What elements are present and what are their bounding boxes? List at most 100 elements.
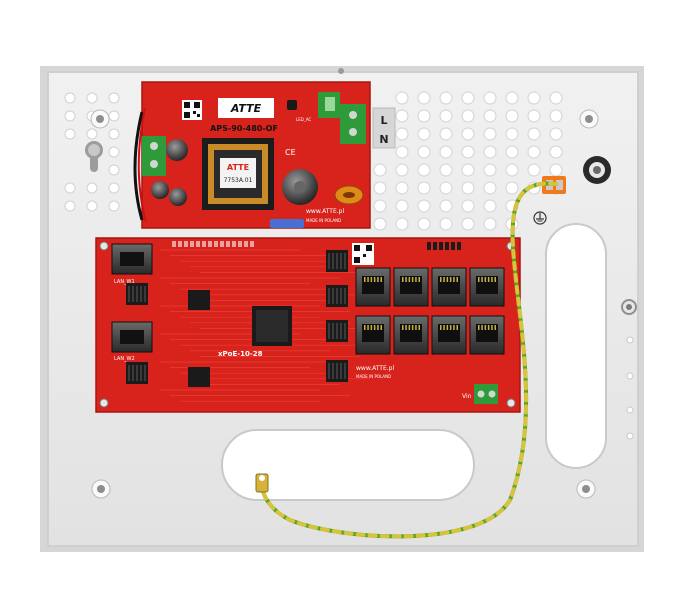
psu-label: ATTE: [218, 98, 274, 118]
ring-terminal: [255, 473, 269, 493]
vent-hole: [549, 109, 563, 123]
transformer: ATTE 7753A.01: [202, 138, 274, 210]
vent-hole: [439, 109, 453, 123]
vent-hole: [395, 181, 409, 195]
header-pin: [202, 241, 206, 247]
vent-hole: [527, 127, 541, 141]
vent-hole: [64, 200, 76, 212]
header-pin: [172, 241, 176, 247]
lan-label-2: LAN_W2: [114, 356, 135, 362]
vent-hole: [461, 181, 475, 195]
vent-hole: [86, 128, 98, 140]
vent-hole: [417, 217, 431, 231]
psu-output-wire-red: [137, 107, 147, 223]
mains-label: L N: [372, 107, 396, 149]
vent-hole: [505, 181, 519, 195]
vent-hole: [417, 109, 431, 123]
vent-hole: [439, 163, 453, 177]
vent-hole: [527, 109, 541, 123]
board-screw: [99, 241, 109, 251]
poe-port: [469, 315, 505, 355]
psu-made-in: MADE IN POLAND: [306, 218, 341, 223]
vent-hole: [86, 92, 98, 104]
poe-port: [469, 267, 505, 307]
vent-hole: [417, 91, 431, 105]
vent-hole: [395, 199, 409, 213]
header-pin: [238, 241, 242, 247]
vent-hole: [108, 128, 120, 140]
vent-hole: [64, 128, 76, 140]
cable-entry-right: [545, 223, 607, 469]
header-pin: [244, 241, 248, 247]
vent-hole: [483, 91, 497, 105]
vent-hole: [505, 109, 519, 123]
vent-hole: [626, 372, 634, 380]
led-label: LED_AC: [296, 117, 312, 122]
side-screw: [621, 299, 637, 315]
vent-hole: [461, 145, 475, 159]
vin-terminal: [474, 384, 498, 404]
magnetics-chips: [126, 250, 348, 384]
inductor: [334, 185, 364, 205]
vent-hole: [417, 127, 431, 141]
vent-hole: [417, 145, 431, 159]
earth-symbol: [533, 211, 547, 225]
header-pin: [196, 241, 200, 247]
vent-hole: [439, 91, 453, 105]
vent-hole: [108, 110, 120, 122]
psu-output-wire: [133, 111, 144, 221]
phy-chip-2: [188, 367, 210, 387]
mount-screw-top-right: [579, 109, 599, 129]
vent-hole: [373, 199, 387, 213]
transformer-brand: ATTE: [227, 163, 249, 172]
mount-screw-top-left: [90, 109, 110, 129]
capacitors: [151, 139, 318, 206]
switch-qr-code: [352, 243, 374, 265]
vent-hole: [483, 181, 497, 195]
vent-hole: [108, 92, 120, 104]
vent-hole: [395, 145, 409, 159]
vent-hole: [483, 217, 497, 231]
header-pin: [190, 241, 194, 247]
vent-hole: [549, 145, 563, 159]
lan-label-1: LAN_W1: [114, 279, 135, 285]
vent-hole: [64, 182, 76, 194]
header-pin: [250, 241, 254, 247]
vent-hole: [439, 181, 453, 195]
lan-port-1: [111, 243, 153, 275]
header-pin: [208, 241, 212, 247]
vent-hole: [527, 91, 541, 105]
poe-ports: [355, 267, 505, 355]
vent-hole: [626, 336, 634, 344]
psu-website: www.ATTE.pl: [306, 208, 344, 215]
header-pin: [214, 241, 218, 247]
vent-hole: [483, 109, 497, 123]
vent-hole: [395, 163, 409, 177]
vent-hole: [483, 127, 497, 141]
vent-hole: [395, 217, 409, 231]
psu-model: APS-90-480-OF: [210, 124, 278, 133]
phy-chip-1: [188, 290, 210, 310]
board-screw: [99, 398, 109, 408]
vent-hole: [108, 164, 120, 176]
mount-screw-bottom-left: [91, 479, 111, 499]
header-pin: [232, 241, 236, 247]
switch-made-in: MADE IN POLAND: [356, 374, 391, 379]
led-indicator: [287, 100, 297, 110]
vent-hole: [483, 163, 497, 177]
mains-label-neutral: N: [379, 133, 388, 146]
header-pin: [184, 241, 188, 247]
header-pins: [172, 241, 461, 250]
earth-bolt: [583, 156, 611, 184]
vent-hole: [417, 163, 431, 177]
ce-mark: CE: [285, 148, 296, 157]
header-pin: [220, 241, 224, 247]
vent-hole: [461, 127, 475, 141]
vent-hole: [483, 145, 497, 159]
vent-hole: [373, 217, 387, 231]
vent-hole: [439, 145, 453, 159]
vent-hole: [86, 182, 98, 194]
vent-hole: [505, 127, 519, 141]
vent-hole: [461, 109, 475, 123]
